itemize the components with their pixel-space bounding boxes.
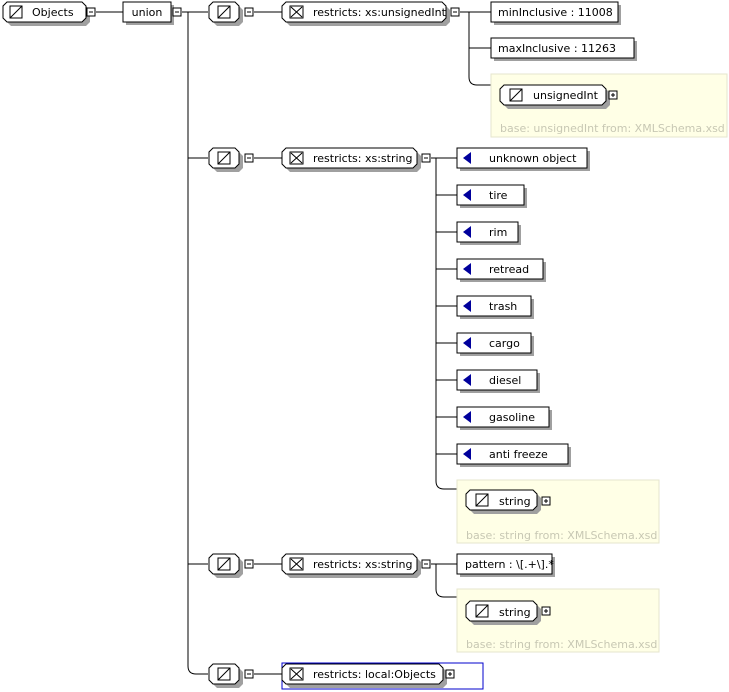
simple-type-icon: [217, 151, 231, 165]
base-note: base: string from: XMLSchema.xsd: [466, 638, 657, 651]
enumeration-item[interactable]: rim: [456, 221, 521, 245]
base-note: base: string from: XMLSchema.xsd: [466, 529, 657, 542]
enumeration-item[interactable]: unknown object: [456, 147, 590, 171]
anonymous-type-3-collapse-toggle[interactable]: [244, 559, 254, 569]
root-label: Objects: [32, 6, 74, 19]
enumeration-label: gasoline: [489, 411, 535, 424]
facet-pattern[interactable]: pattern : \[.+\].*: [456, 553, 555, 577]
base-type-node-string[interactable]: string: [465, 600, 541, 625]
enumeration-label: anti freeze: [489, 448, 548, 461]
root-collapse-toggle[interactable]: [86, 7, 96, 17]
enumeration-item[interactable]: anti freeze: [456, 443, 571, 467]
simple-type-icon: [217, 557, 231, 571]
base-type-3-expand-toggle[interactable]: [541, 606, 551, 616]
enumeration-marker-icon: [463, 374, 471, 386]
base-type-label: unsignedInt: [533, 89, 599, 102]
restriction-node-local-objects[interactable]: restricts: local:Objects: [281, 663, 447, 688]
enumeration-label: diesel: [489, 374, 521, 387]
enumeration-label: rim: [489, 226, 507, 239]
facet-min-inclusive[interactable]: minInclusive : 11008: [490, 1, 621, 25]
base-type-label: string: [499, 606, 531, 619]
enumeration-marker-icon: [463, 152, 471, 164]
restriction-icon: [289, 5, 304, 19]
enumeration-item[interactable]: retread: [456, 258, 546, 282]
enumeration-marker-icon: [463, 263, 471, 275]
restriction-2-collapse-toggle[interactable]: [421, 153, 431, 163]
enumeration-label: unknown object: [489, 152, 577, 165]
enumeration-list: unknown object tire rim retread trash cargo di…: [456, 147, 590, 467]
enumeration-marker-icon: [463, 448, 471, 460]
restriction-icon: [289, 151, 304, 165]
base-type-annotation-1: unsignedInt base: unsignedInt from: XMLS…: [490, 73, 728, 138]
restriction-icon: [289, 557, 304, 571]
anonymous-simple-type-node-4[interactable]: [208, 663, 243, 688]
enumeration-item[interactable]: tire: [456, 184, 527, 208]
base-type-node-unsignedint[interactable]: unsignedInt: [499, 84, 610, 109]
enumeration-item[interactable]: cargo: [456, 332, 534, 356]
anonymous-type-2-collapse-toggle[interactable]: [244, 153, 254, 163]
simple-type-icon: [475, 604, 489, 618]
restriction-icon: [289, 667, 304, 681]
facet-max-inclusive[interactable]: maxInclusive : 11263: [490, 37, 637, 61]
restriction-label: restricts: xs:unsignedInt: [313, 6, 447, 19]
enumeration-item[interactable]: gasoline: [456, 406, 552, 430]
simple-type-icon: [475, 493, 489, 507]
union-label: union: [132, 6, 163, 19]
restriction-label: restricts: xs:string: [313, 558, 413, 571]
base-type-node-string[interactable]: string: [465, 489, 541, 514]
simple-type-icon: [217, 5, 231, 19]
facet-label: pattern : \[.+\].*: [465, 558, 554, 571]
restriction-label: restricts: local:Objects: [313, 668, 436, 681]
enumeration-marker-icon: [463, 189, 471, 201]
enumeration-marker-icon: [463, 411, 471, 423]
restriction-node-string-pattern[interactable]: restricts: xs:string: [281, 553, 421, 578]
restriction-4-expand-toggle[interactable]: [445, 669, 455, 679]
enumeration-marker-icon: [463, 337, 471, 349]
anonymous-type-1-collapse-toggle[interactable]: [244, 7, 254, 17]
enumeration-label: cargo: [489, 337, 520, 350]
enumeration-marker-icon: [463, 226, 471, 238]
anonymous-simple-type-node-3[interactable]: [208, 553, 243, 578]
base-type-1-expand-toggle[interactable]: [608, 90, 618, 100]
enumeration-marker-icon: [463, 300, 471, 312]
base-type-2-expand-toggle[interactable]: [541, 496, 551, 506]
facet-label: minInclusive : 11008: [498, 6, 613, 19]
base-type-annotation-2: string base: string from: XMLSchema.xsd: [456, 479, 660, 544]
root-simple-type-node[interactable]: Objects: [2, 1, 90, 26]
connectors: [96, 11, 491, 675]
enumeration-label: trash: [489, 300, 517, 313]
base-type-label: string: [499, 495, 531, 508]
simple-type-icon: [509, 88, 523, 102]
union-collapse-toggle[interactable]: [172, 7, 182, 17]
base-note: base: unsignedInt from: XMLSchema.xsd: [500, 122, 725, 135]
anonymous-simple-type-node-2[interactable]: [208, 147, 243, 172]
restriction-node-unsignedint[interactable]: restricts: xs:unsignedInt: [281, 1, 450, 26]
restriction-node-string[interactable]: restricts: xs:string: [281, 147, 421, 172]
enumeration-item[interactable]: trash: [456, 295, 534, 319]
enumeration-item[interactable]: diesel: [456, 369, 540, 393]
restriction-label: restricts: xs:string: [313, 152, 413, 165]
simple-type-icon: [217, 667, 231, 681]
simple-type-icon: [9, 5, 23, 19]
restriction-3-collapse-toggle[interactable]: [421, 559, 431, 569]
base-type-annotation-3: string base: string from: XMLSchema.xsd: [456, 588, 660, 653]
enumeration-label: tire: [489, 189, 508, 202]
facet-label: maxInclusive : 11263: [498, 42, 616, 55]
union-node[interactable]: union: [122, 1, 174, 25]
enumeration-label: retread: [489, 263, 529, 276]
anonymous-type-4-collapse-toggle[interactable]: [244, 669, 254, 679]
anonymous-simple-type-node-1[interactable]: [208, 1, 243, 26]
restriction-1-collapse-toggle[interactable]: [450, 7, 460, 17]
